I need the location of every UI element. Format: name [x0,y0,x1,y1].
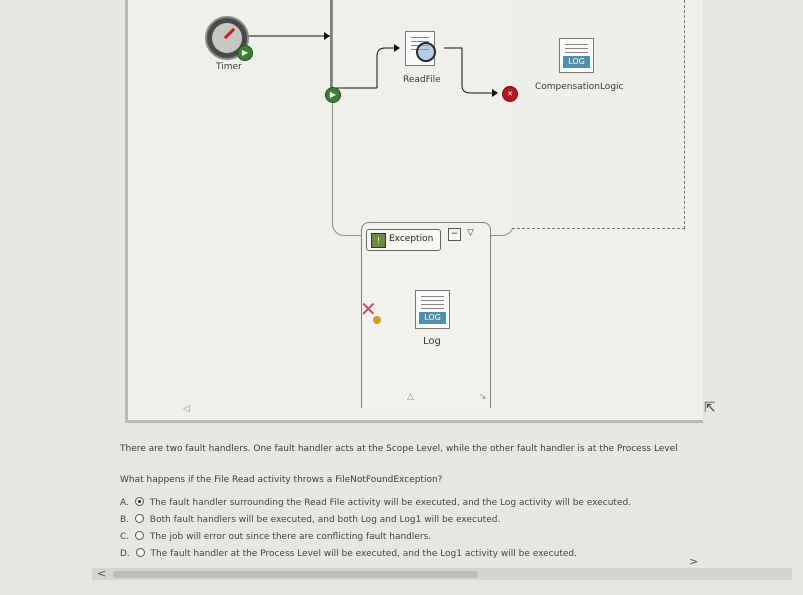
option-b-letter: B. [120,515,130,525]
read-file-label: ReadFile [403,75,441,85]
scroll-right-icon[interactable]: > [689,555,699,568]
option-b[interactable]: B. Both fault handlers will be executed,… [120,514,500,525]
resize-arrow-icon: ↘ [479,392,487,402]
question-prompt: What happens if the File Read activity t… [120,475,443,485]
scope-start-icon[interactable]: ▶ [325,87,341,103]
file-lines [421,296,444,311]
compensation-logic-label: CompensationLogic [535,82,624,92]
radio-unselected-icon[interactable] [135,531,145,540]
mouse-cursor-icon: ⇱ [704,400,716,416]
option-c[interactable]: C. The job will error out since there ar… [120,531,431,542]
option-d[interactable]: D. The fault handler at the Process Leve… [120,548,577,559]
log-label: Log [423,336,441,347]
compensation-panel [512,0,685,229]
exception-label: Exception [389,234,434,244]
radio-unselected-icon[interactable] [135,548,145,557]
left-arrow-icon: ◁ [183,404,190,414]
log-text: LOG [563,56,590,68]
option-b-text: Both fault handlers will be executed, an… [149,515,501,525]
option-d-text: The fault handler at the Process Level w… [150,549,577,559]
log-file-icon[interactable]: LOG [415,290,450,329]
timer-label: Timer [216,62,242,72]
option-a-letter: A. [120,498,129,508]
up-arrow-icon: △ [407,392,414,402]
warning-badge-icon [373,316,381,324]
magnifier-icon [416,42,436,62]
scroll-thumb[interactable] [113,571,478,578]
red-error-icon[interactable]: ✕ [502,86,518,102]
exception-handler-icon: ! [371,233,386,248]
option-c-text: The job will error out since there are c… [149,532,432,542]
minus-icon[interactable]: − [448,228,461,241]
option-c-letter: C. [120,532,130,542]
timer-clock-icon[interactable] [205,16,249,60]
disabled-cross-icon[interactable]: ✕ [360,297,377,321]
question-statement: There are two fault handlers. One fault … [120,444,678,454]
compensation-log-icon[interactable]: LOG [559,38,594,73]
file-search-icon[interactable] [405,31,436,66]
horizontal-scrollbar[interactable]: < > [92,556,792,580]
log-text: LOG [419,312,446,324]
scroll-left-icon[interactable]: < [97,567,107,580]
option-a-text: The fault handler surrounding the Read F… [149,498,632,508]
option-d-letter: D. [120,549,130,559]
green-start-icon[interactable]: ▶ [237,45,253,61]
radio-unselected-icon[interactable] [134,514,144,523]
radio-selected-icon[interactable] [134,497,144,506]
file-lines [565,44,588,59]
exception-header[interactable]: ! Exception [366,229,441,251]
option-a[interactable]: A. The fault handler surrounding the Rea… [120,497,631,508]
triangle-down-icon[interactable]: ▽ [467,228,474,238]
